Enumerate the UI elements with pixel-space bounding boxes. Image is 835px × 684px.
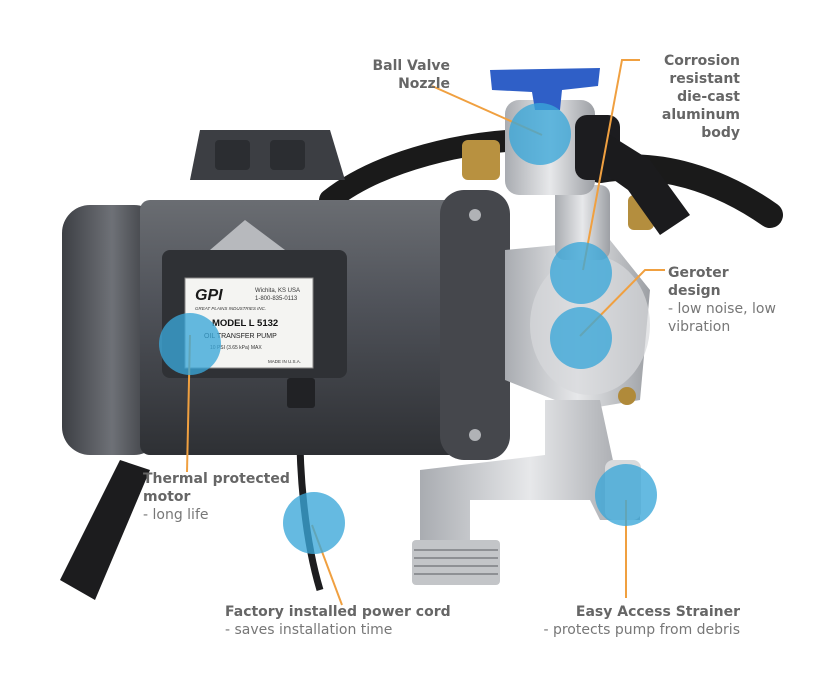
callout-geroter-subtitle: - low noise, low vibration [668, 301, 776, 335]
motor-vent [190, 130, 345, 180]
callout-strainer: Easy Access Strainer - protects pump fro… [505, 603, 740, 639]
callout-strainer-title: Easy Access Strainer [575, 604, 740, 620]
mount-plate [210, 220, 285, 250]
callout-ball-valve: Ball Valve Nozzle [330, 57, 450, 93]
callout-strainer-subtitle: - protects pump from debris [543, 622, 740, 638]
callout-geroter-title: Geroter design [668, 265, 729, 299]
strainer-housing [420, 400, 640, 545]
hotspot-strainer [595, 464, 657, 526]
callout-ball-valve-title: Ball Valve Nozzle [372, 58, 450, 92]
callout-body-title: Corrosion resistant die-cast aluminum bo… [661, 53, 740, 141]
label-pressure: 10 PSI (3.65 kPa) MAX [210, 345, 262, 351]
motor-flange [440, 190, 510, 460]
leader-body [582, 59, 640, 271]
callout-power-cord-title: Factory installed power cord [225, 604, 451, 620]
ball-valve-handle [490, 68, 600, 110]
leader-geroter [579, 269, 665, 337]
hotspot-geroter [550, 307, 612, 369]
label-phone: 1-800-835-0113 [255, 296, 298, 302]
cord-grip [287, 378, 315, 408]
brass-plug [618, 387, 636, 405]
hotspot-body [550, 242, 612, 304]
threaded-inlet [412, 540, 500, 585]
callout-body: Corrosion resistant die-cast aluminum bo… [640, 52, 740, 142]
callout-power-cord-subtitle: - saves installation time [225, 622, 393, 638]
label-origin: MADE IN U.S.A. [268, 359, 301, 364]
hotspot-ball-valve [509, 103, 571, 165]
base-hose [60, 460, 150, 600]
hotspot-motor [159, 313, 221, 375]
callout-power-cord: Factory installed power cord - saves ins… [225, 603, 485, 639]
label-model: MODEL L 5132 [212, 318, 278, 329]
label-brand: GPI [195, 287, 223, 304]
label-location: Wichita, KS USA [255, 288, 300, 294]
callout-motor-title: Thermal protected motor [143, 471, 290, 505]
hotspot-power-cord [283, 492, 345, 554]
label-company: GREAT PLAINS INDUSTRIES INC. [195, 306, 266, 311]
callout-geroter: Geroter design - low noise, low vibratio… [668, 264, 803, 336]
label-description: OIL TRANSFER PUMP [204, 333, 277, 340]
callout-motor: Thermal protected motor - long life [143, 470, 313, 524]
motor-end-cap [62, 205, 162, 455]
hotspots [159, 103, 657, 554]
spout [600, 135, 690, 235]
callout-motor-subtitle: - long life [143, 507, 209, 523]
